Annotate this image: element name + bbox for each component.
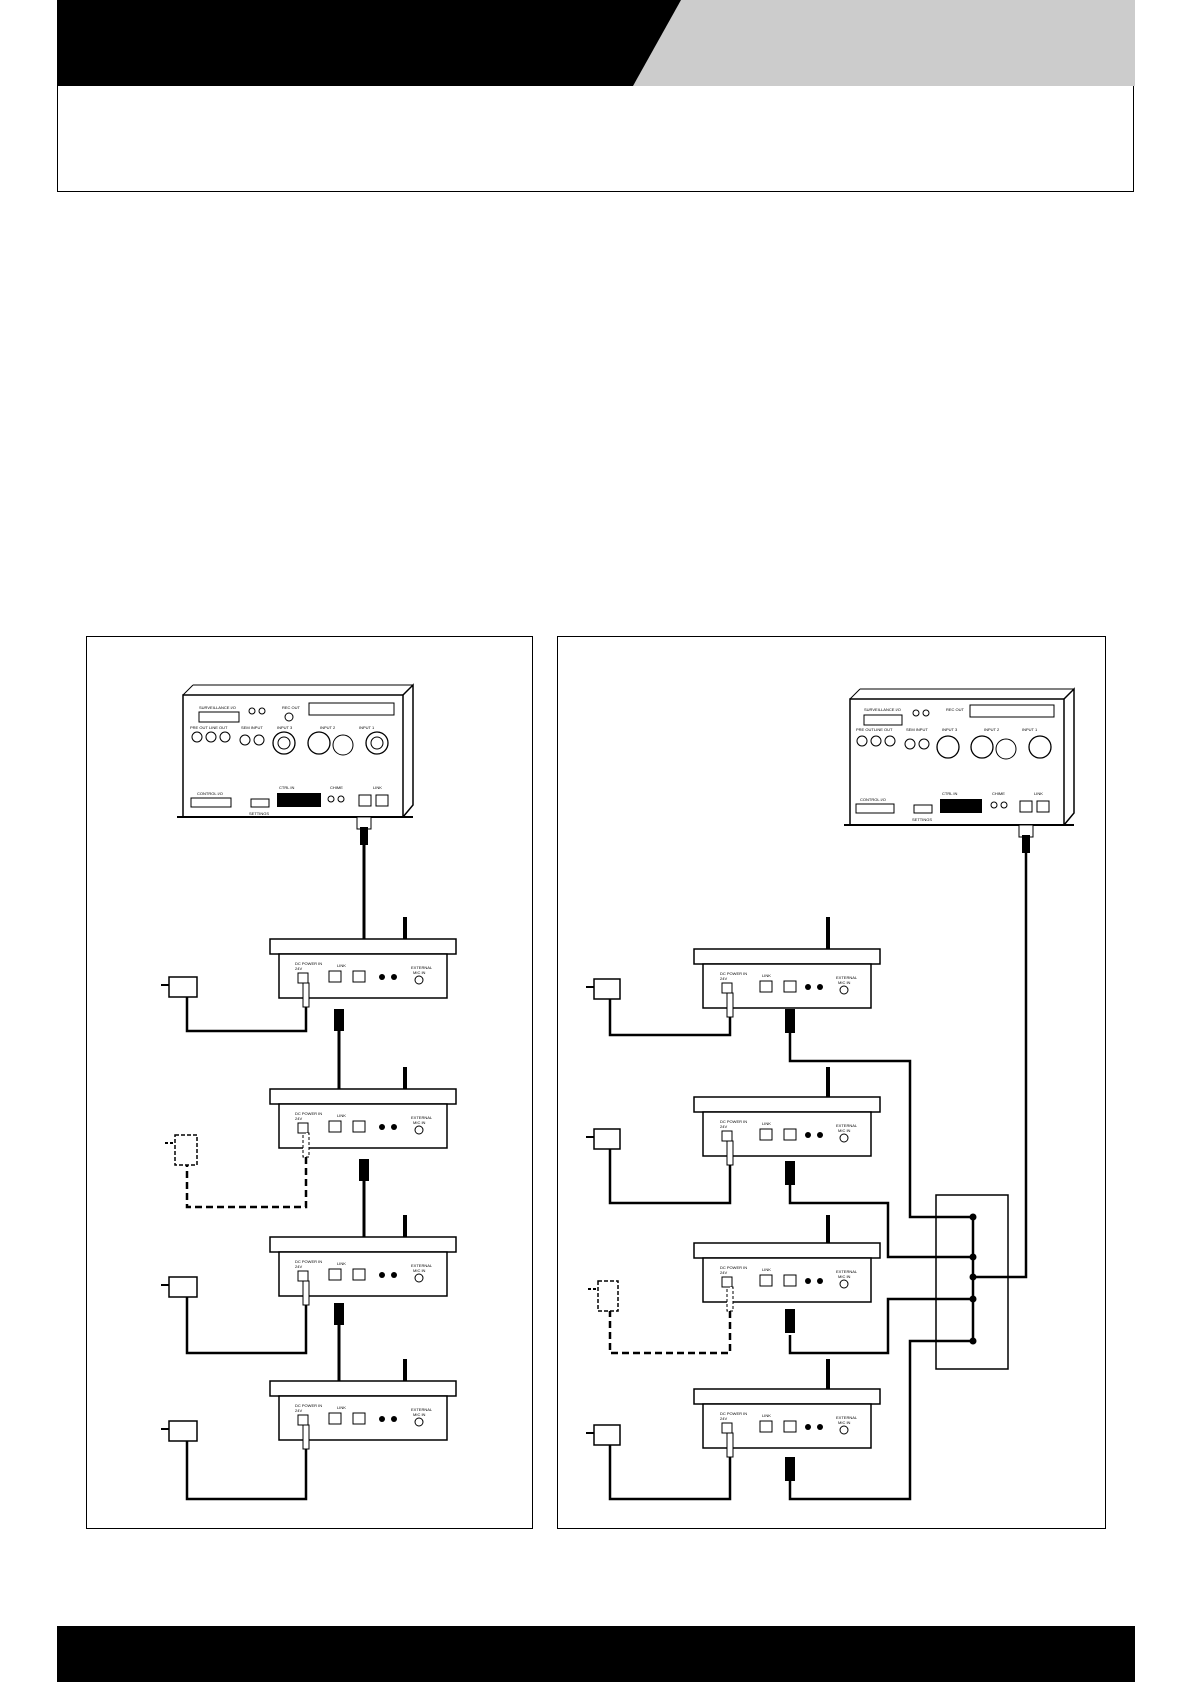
label-settings: SETTINGS (249, 811, 269, 816)
svg-text:EXTERNAL: EXTERNAL (411, 1407, 433, 1412)
svg-text:SETTINGS: SETTINGS (912, 817, 932, 822)
svg-text:DC POWER IN: DC POWER IN (295, 1259, 322, 1264)
label-line-out: LINE OUT (209, 725, 228, 730)
svg-text:24V: 24V (720, 976, 727, 981)
mic-unit-3: DC POWER IN 24V LINK EXTERNAL MIC IN (161, 1215, 457, 1355)
svg-text:CTRL IN: CTRL IN (942, 791, 958, 796)
svg-text:DC POWER IN: DC POWER IN (720, 1119, 747, 1124)
svg-text:LINK: LINK (1034, 791, 1043, 796)
svg-text:24V: 24V (720, 1416, 727, 1421)
svg-text:MIC IN: MIC IN (838, 1274, 851, 1279)
label-chime: CHIME (330, 785, 343, 790)
mic-unit-r1: DC POWER IN 24V LINK EXTERNAL MIC IN (586, 917, 881, 1037)
label-input3: INPUT 3 (277, 725, 293, 730)
svg-text:DC POWER IN: DC POWER IN (720, 971, 747, 976)
hub-cables (788, 853, 1028, 1501)
svg-text:DC POWER IN: DC POWER IN (295, 1111, 322, 1116)
diagram-star-connection: SURVEILLANCE I/O REC OUT PRE OUT LINE OU… (557, 636, 1106, 1529)
svg-text:EXTERNAL: EXTERNAL (411, 965, 433, 970)
svg-text:LINK: LINK (762, 1121, 771, 1126)
svg-text:INPUT 3: INPUT 3 (942, 727, 958, 732)
svg-text:MIC IN: MIC IN (838, 1128, 851, 1133)
svg-text:24V: 24V (295, 1264, 302, 1269)
svg-text:MIC IN: MIC IN (413, 970, 426, 975)
svg-text:24V: 24V (720, 1270, 727, 1275)
label-link: LINK (373, 785, 382, 790)
mic-unit-1: DC POWER IN 24V LINK EXTERNAL MIC IN (161, 917, 457, 1033)
svg-text:DC POWER IN: DC POWER IN (295, 961, 322, 966)
svg-text:MIC IN: MIC IN (413, 1412, 426, 1417)
header-bar (57, 0, 1135, 86)
amplifier-rear-panel-right: SURVEILLANCE I/O REC OUT PRE OUT LINE OU… (844, 687, 1075, 853)
svg-text:REC OUT: REC OUT (946, 707, 965, 712)
mic-unit-r3: DC POWER IN 24V LINK EXTERNAL MIC IN (588, 1215, 881, 1355)
svg-text:EXTERNAL: EXTERNAL (836, 1123, 858, 1128)
svg-text:MIC IN: MIC IN (413, 1268, 426, 1273)
svg-text:DC POWER IN: DC POWER IN (720, 1411, 747, 1416)
svg-text:PRE OUT: PRE OUT (856, 727, 874, 732)
svg-text:SEM INPUT: SEM INPUT (906, 727, 928, 732)
svg-text:INPUT 1: INPUT 1 (1022, 727, 1038, 732)
svg-text:LINK: LINK (337, 1113, 346, 1118)
svg-text:EXTERNAL: EXTERNAL (411, 1115, 433, 1120)
svg-text:MIC IN: MIC IN (838, 980, 851, 985)
svg-text:LINK: LINK (337, 1261, 346, 1266)
svg-text:LINK: LINK (337, 1405, 346, 1410)
svg-text:LINK: LINK (762, 1267, 771, 1272)
svg-text:LINE OUT: LINE OUT (874, 727, 893, 732)
diagram-daisy-chain: SURVEILLANCE I/O REC OUT PRE OUT LINE OU… (86, 636, 533, 1529)
label-input1: INPUT 1 (359, 725, 375, 730)
svg-text:EXTERNAL: EXTERNAL (411, 1263, 433, 1268)
svg-text:DC POWER IN: DC POWER IN (720, 1265, 747, 1270)
svg-text:EXTERNAL: EXTERNAL (836, 1415, 858, 1420)
svg-text:CHIME: CHIME (992, 791, 1005, 796)
svg-text:LINK: LINK (762, 973, 771, 978)
amplifier-rear-panel: SURVEILLANCE I/O REC OUT PRE OUT LINE OU… (177, 683, 414, 830)
svg-text:24V: 24V (720, 1124, 727, 1129)
label-sem-input: SEM INPUT (241, 725, 263, 730)
svg-text:LINK: LINK (337, 963, 346, 968)
label-pre-out: PRE OUT (190, 725, 208, 730)
header-box (57, 86, 1134, 192)
svg-text:MIC IN: MIC IN (413, 1120, 426, 1125)
header-graphic (57, 0, 1135, 86)
label-rec-out: REC OUT (282, 705, 301, 710)
label-surveillance: SURVEILLANCE I/O (199, 705, 236, 710)
svg-text:LINK: LINK (762, 1413, 771, 1418)
mic-unit-r2: DC POWER IN 24V LINK EXTERNAL MIC IN (586, 1067, 881, 1205)
svg-text:EXTERNAL: EXTERNAL (836, 1269, 858, 1274)
label-ctrl-in: CTRL IN (279, 785, 295, 790)
footer-bar (57, 1626, 1135, 1682)
svg-text:24V: 24V (295, 966, 302, 971)
label-control: CONTROL I/O (197, 791, 223, 796)
svg-text:INPUT 2: INPUT 2 (984, 727, 1000, 732)
svg-text:SURVEILLANCE I/O: SURVEILLANCE I/O (864, 707, 901, 712)
svg-text:24V: 24V (295, 1408, 302, 1413)
mic-unit-r4: DC POWER IN 24V LINK EXTERNAL MIC IN (586, 1359, 881, 1501)
label-input2: INPUT 2 (320, 725, 336, 730)
svg-text:CONTROL I/O: CONTROL I/O (860, 797, 886, 802)
svg-text:DC POWER IN: DC POWER IN (295, 1403, 322, 1408)
svg-text:24V: 24V (295, 1116, 302, 1121)
mic-unit-2: DC POWER IN 24V LINK EXTERNAL MIC IN (165, 1067, 457, 1209)
svg-text:MIC IN: MIC IN (838, 1420, 851, 1425)
mic-unit-4: DC POWER IN 24V LINK EXTERNAL MIC IN (161, 1359, 457, 1501)
svg-text:EXTERNAL: EXTERNAL (836, 975, 858, 980)
